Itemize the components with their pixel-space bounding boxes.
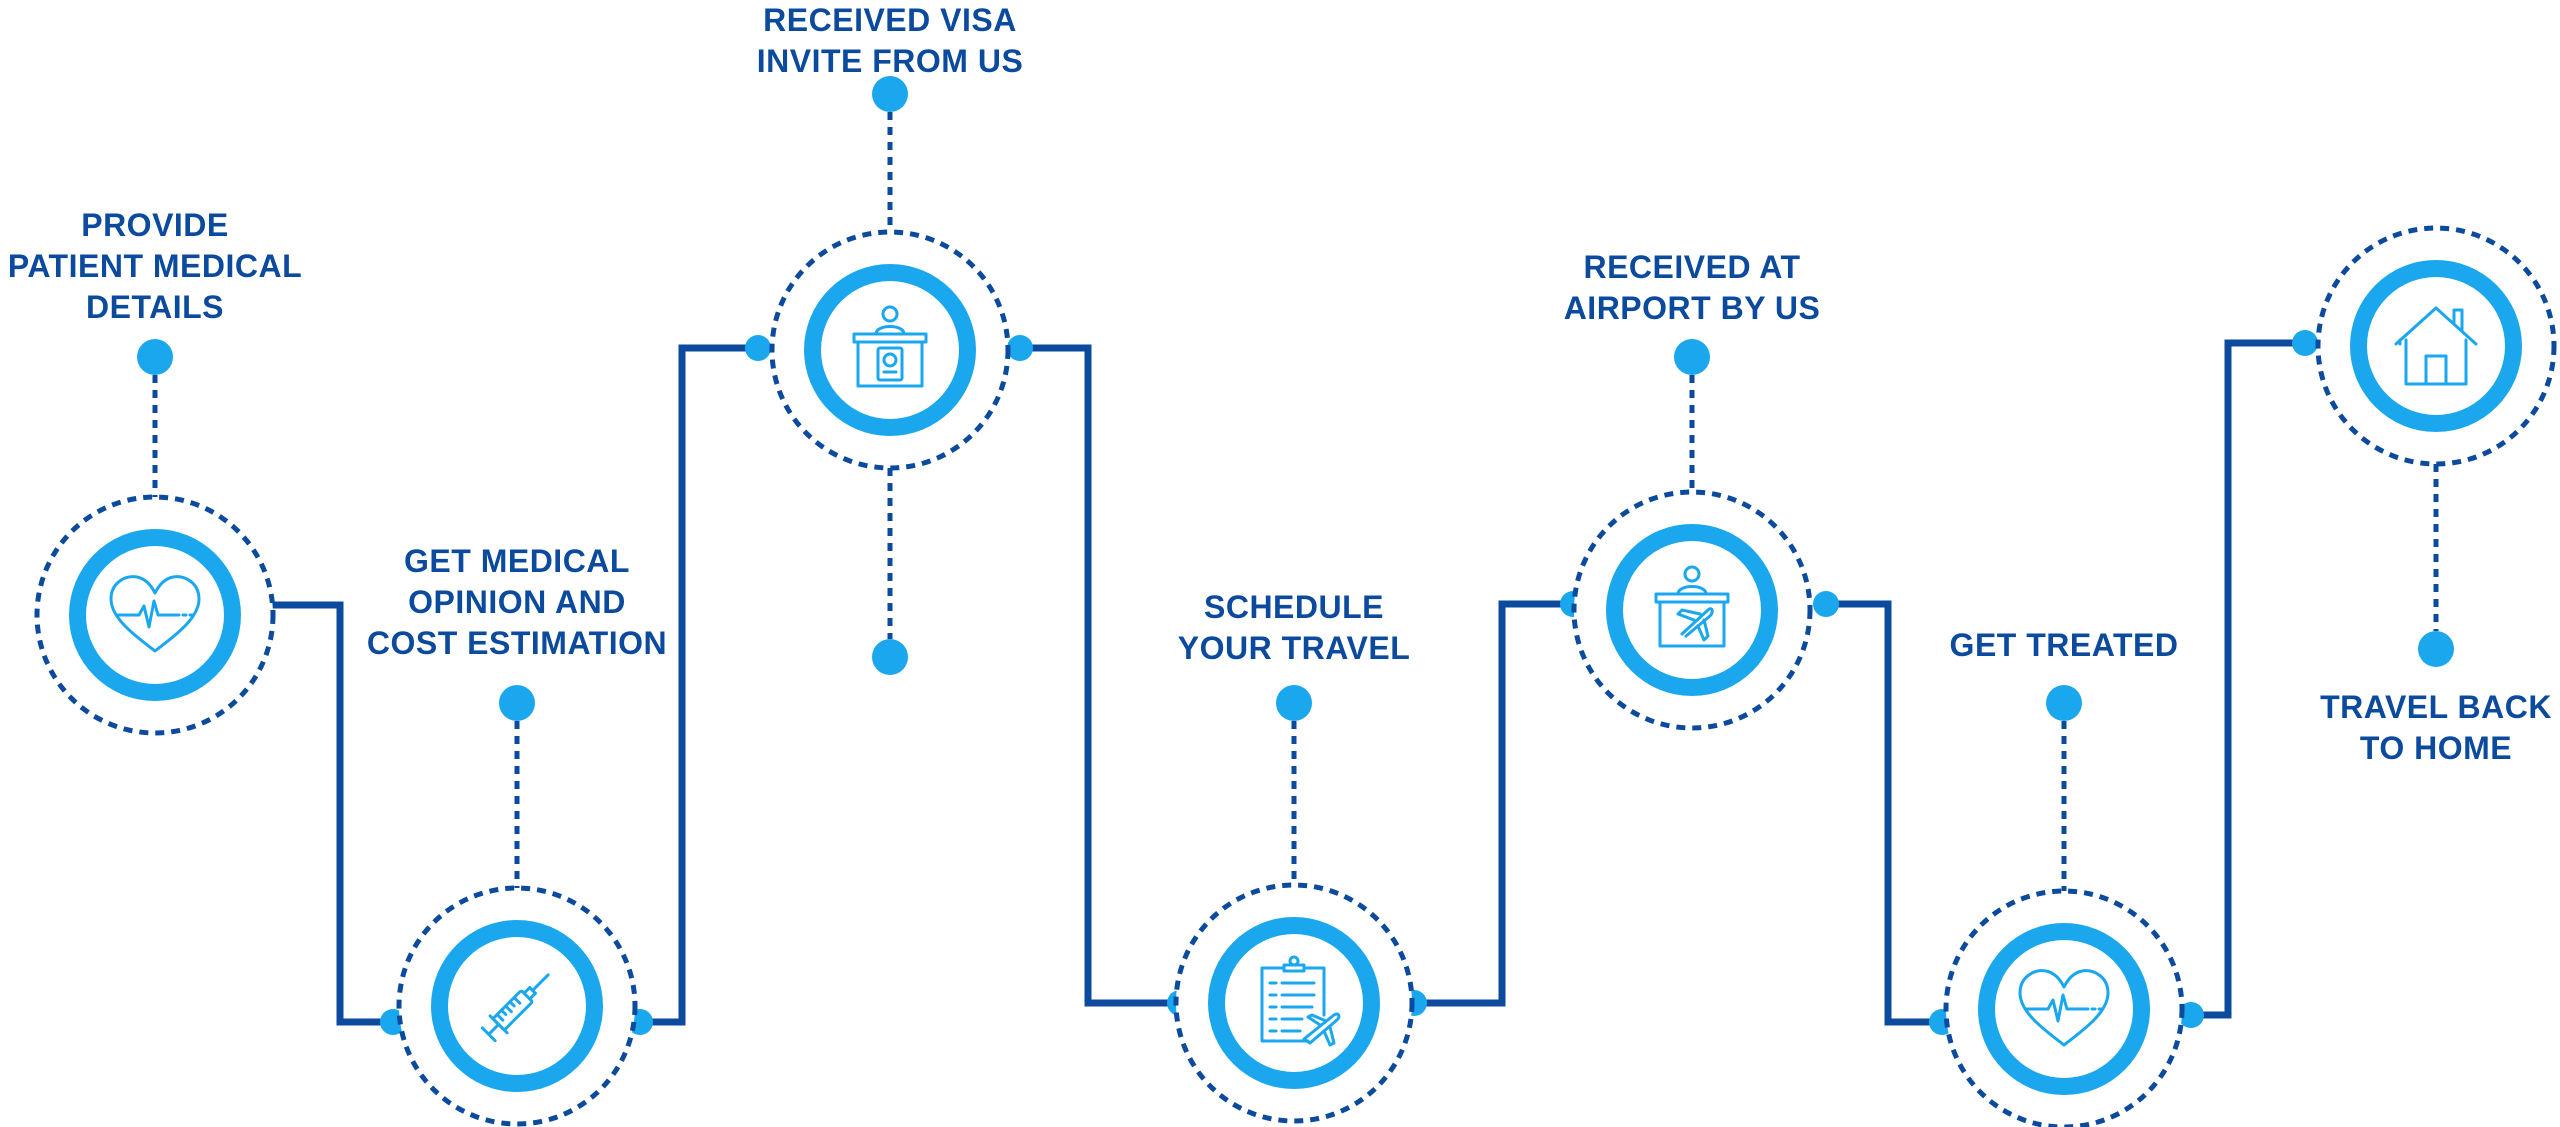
stem-dot xyxy=(1276,685,1312,721)
node-inner xyxy=(1225,934,1363,1072)
stem-dot xyxy=(872,76,908,112)
step-label-line: YOUR TRAVEL xyxy=(1177,630,1411,666)
connector-line-5 xyxy=(1826,600,1942,1026)
step-label-line: TO HOME xyxy=(2359,730,2513,766)
step-label-line: OPINION AND xyxy=(408,584,626,620)
step-label-5: RECEIVED AT AIRPORT BY US xyxy=(1564,247,1821,329)
step-node-6 xyxy=(1943,685,2185,1127)
step-label-3: RECEIVED VISA INVITE FROM US xyxy=(757,0,1024,82)
connector-line-6 xyxy=(2191,339,2305,1019)
connector-dot xyxy=(1007,335,1033,361)
node-inner xyxy=(1623,541,1761,679)
step-node-1 xyxy=(34,339,276,736)
step-label-6: GET TREATED xyxy=(1950,625,2179,666)
connector-dot xyxy=(745,335,771,361)
step-label-line: AIRPORT BY US xyxy=(1563,290,1821,326)
step-node-4 xyxy=(1173,685,1415,1124)
connector-line-4 xyxy=(1414,600,1573,1007)
connector-line-2 xyxy=(640,344,758,1026)
step-label-4: SCHEDULE YOUR TRAVEL xyxy=(1178,587,1410,669)
step-label-line: INVITE FROM US xyxy=(756,43,1024,79)
node-inner xyxy=(86,546,224,684)
step-node-3 xyxy=(769,76,1011,675)
step-label-line: PROVIDE xyxy=(81,207,229,243)
step-label-line: GET TREATED xyxy=(1949,627,2179,663)
connector-line-3 xyxy=(1020,344,1180,1007)
step-label-line: SCHEDULE xyxy=(1203,589,1384,625)
stem-dot xyxy=(499,685,535,721)
step-label-line: GET MEDICAL xyxy=(404,543,630,579)
stem-dot xyxy=(1674,339,1710,375)
step-node-2 xyxy=(396,685,638,1127)
step-node-5 xyxy=(1571,339,1813,731)
step-label-1: PROVIDE PATIENT MEDICAL DETAILS xyxy=(8,205,302,328)
connector-dot xyxy=(2292,330,2318,356)
step-label-line: PATIENT MEDICAL xyxy=(7,248,303,284)
step-label-2: GET MEDICAL OPINION AND COST ESTIMATION xyxy=(367,541,667,664)
node-inner xyxy=(2367,277,2505,415)
step-label-line: COST ESTIMATION xyxy=(366,625,668,661)
connector-line-1 xyxy=(228,601,393,1026)
step-label-7: TRAVEL BACK TO HOME xyxy=(2320,687,2552,769)
step-label-line: RECEIVED VISA xyxy=(763,2,1017,38)
stem-dot xyxy=(872,639,908,675)
stem-dot xyxy=(2418,631,2454,667)
step-label-line: RECEIVED AT xyxy=(1583,249,1801,285)
node-inner xyxy=(821,281,959,419)
stem-dot xyxy=(137,339,173,375)
node-inner xyxy=(1995,940,2133,1078)
stem-dot xyxy=(2046,685,2082,721)
node-inner xyxy=(448,937,586,1075)
step-node-7 xyxy=(2315,225,2557,667)
connector-dot xyxy=(1813,591,1839,617)
connector-dot xyxy=(2178,1002,2204,1028)
step-label-line: TRAVEL BACK xyxy=(2320,689,2552,725)
step-label-line: DETAILS xyxy=(85,289,225,325)
